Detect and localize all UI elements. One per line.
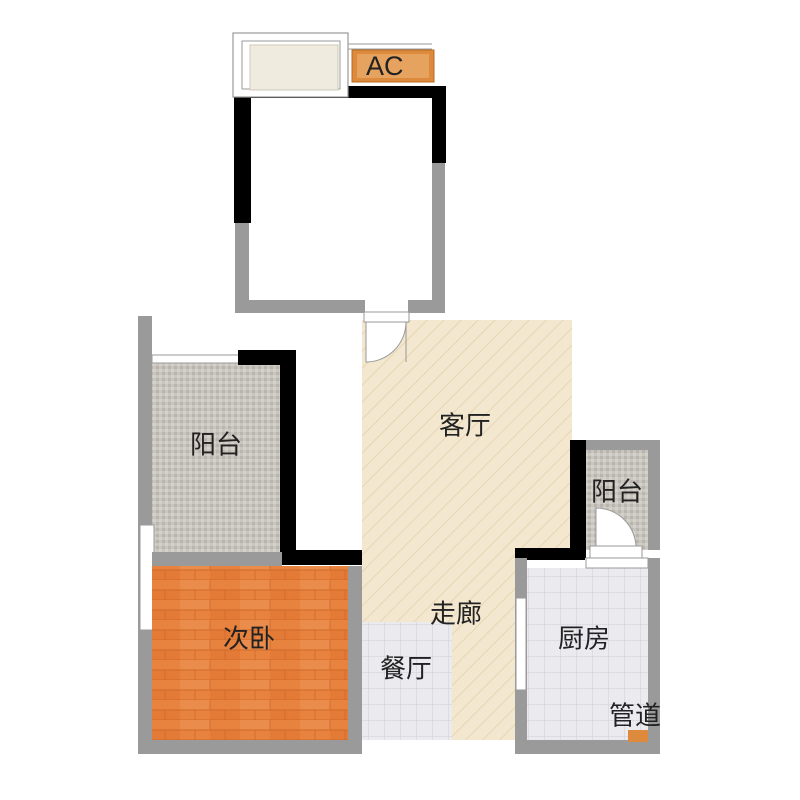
ac-label: AC (366, 51, 404, 81)
right-balcony (515, 440, 660, 560)
dining-room (362, 622, 518, 744)
left-balcony-label: 阳台 (190, 431, 242, 461)
air-conditioner-unit: AC (351, 49, 435, 83)
dining-room-label: 餐厅 (380, 655, 432, 685)
living-room (362, 320, 572, 742)
kitchen (515, 557, 660, 754)
kitchen-label: 厨房 (558, 625, 610, 655)
left-balcony (138, 316, 362, 742)
living-room-label: 客厅 (439, 412, 491, 442)
living-room-door (363, 311, 410, 363)
second-bedroom-label: 次卧 (223, 625, 275, 655)
pipe-shaft-label: 管道 (609, 702, 661, 732)
top-room (234, 86, 446, 313)
outdoor-box (232, 32, 432, 98)
right-balcony-label: 阳台 (591, 478, 643, 508)
second-bedroom (138, 566, 362, 754)
corridor-label: 走廊 (430, 600, 482, 630)
